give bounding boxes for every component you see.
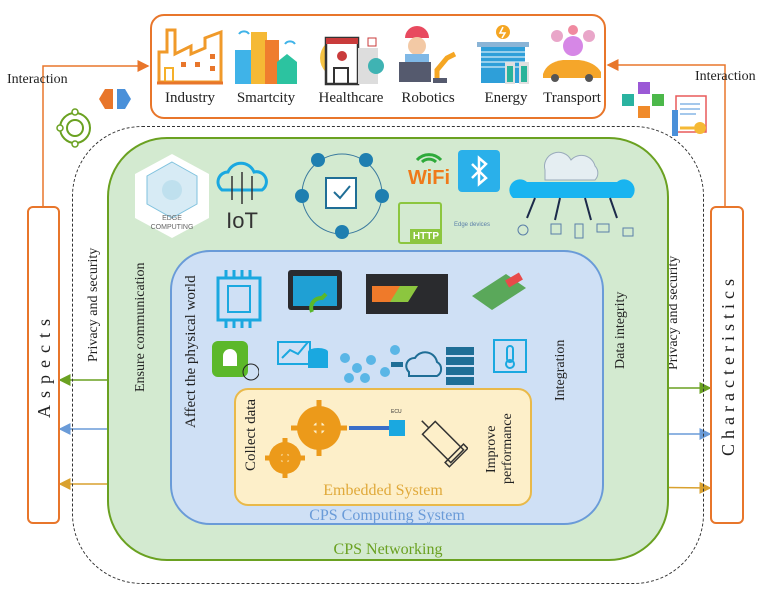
application-robotics: Robotics [392,24,464,107]
analytics-database-icon [277,341,328,368]
tablet-sync-icon [288,270,342,313]
blockchain-cubes-icon [622,82,664,118]
brain-cycle-icon [56,108,91,148]
application-transport: Transport [534,24,610,107]
cps-networking-title: CPS Networking [333,541,443,558]
drone-cloud-network-icon [340,345,443,383]
wifi-label: WiFi [407,167,451,189]
http-icon: HTTP [398,202,442,244]
application-smartcity: Smartcity [230,24,302,107]
left-interaction-line [42,60,150,206]
cloud-edge-network-icon [509,151,635,239]
iot-label: IoT [226,208,258,233]
application-label: Transport [543,90,601,106]
data-integrity-label: Data integrity [613,291,628,369]
industrial-controller-icon [366,274,448,314]
wifi-icon: WiFi [404,150,454,190]
integration-label: Integration [553,339,568,401]
secure-document-key-icon [672,95,707,136]
application-industry: Industry [154,24,226,107]
performance-label: performance [500,413,515,485]
edge-computing-icon: EDGE COMPUTING [133,152,211,240]
smart-car-icon [534,24,610,86]
application-label: Smartcity [236,90,296,106]
application-label: Industry [165,90,215,106]
processor-chip-icon [216,270,262,328]
energy-storage-icon [470,24,542,86]
ecu-label: ECU [391,409,402,415]
edge-label-1: EDGE [162,215,182,222]
factory-icon [154,24,226,86]
collect-data-label: Collect data [243,398,259,472]
hospital-icon [310,24,392,86]
cps-computing-title: CPS Computing System [309,507,465,524]
aspects-panel: Aspects [27,206,60,524]
application-label: Healthcare [318,90,384,106]
city-buildings-icon [230,24,302,86]
raspberry-pi-board-icon [472,272,526,310]
application-label: Energy [484,90,528,106]
ai-brain-icon [99,89,131,109]
aspects-title: Aspects [34,312,54,418]
left-interaction-label: Interaction [7,72,68,87]
temperature-sensor-chip-icon [493,339,527,373]
edge-devices-label: Edge devices [454,222,491,228]
android-apple-icon [212,341,259,381]
left-privacy-label: Privacy and security [86,247,101,363]
iot-cloud-icon: IoT [212,158,272,236]
pneumatic-cylinder-icon [421,420,468,468]
affect-physical-world-label: Affect the physical world [183,275,199,429]
improve-performance-label: Improve performance [484,404,524,494]
right-interaction-label: Interaction [695,69,756,84]
robot-arm-worker-icon [392,24,464,86]
improve-label: Improve [484,425,499,473]
characteristics-title: Characteristics [718,274,738,456]
ensure-communication-label: Ensure communication [133,262,148,392]
edge-label-2: COMPUTING [150,224,194,231]
characteristics-panel: Characteristics [710,206,744,524]
privacy-security-boundary [72,126,704,584]
bluetooth-icon [458,150,500,192]
gears-ecu-icon [265,400,405,478]
application-healthcare: Healthcare [310,24,392,107]
embedded-system-title: Embedded System [323,482,443,499]
application-energy: Energy [470,24,542,107]
application-label: Robotics [401,90,455,106]
http-label: HTTP [409,229,442,244]
network-protocol-hub-icon [295,153,389,239]
right-interaction-line [606,59,726,206]
applications-panel: Industry Smartcity Healthcare Robotics E… [150,14,606,119]
server-rack-icon [446,347,474,385]
